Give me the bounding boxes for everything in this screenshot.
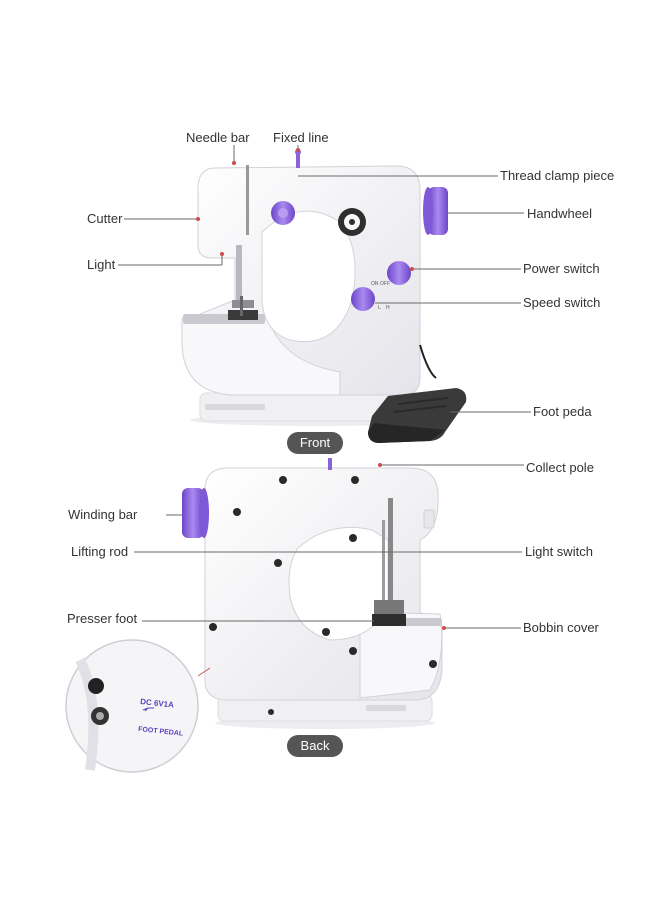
- foot-pedal-label: Foot peda: [533, 404, 592, 419]
- speed-switch-label: Speed switch: [523, 295, 601, 310]
- fixed-line-label: Fixed line: [273, 130, 329, 145]
- thread-clamp-label: Thread clamp piece: [500, 168, 615, 183]
- power-on-mark: ON: [371, 281, 379, 287]
- power-off-mark: OFF: [380, 281, 390, 287]
- dc-label: DC 6V1A: [140, 697, 175, 710]
- callout-lines: [118, 145, 531, 629]
- cutter-label: Cutter: [87, 211, 123, 226]
- front-machine: ON OFF L H: [181, 149, 448, 426]
- power-switch-label: Power switch: [523, 261, 600, 276]
- back-badge: Back: [287, 735, 343, 757]
- lifting-rod-label: Lifting rod: [71, 544, 129, 559]
- speed-high-mark: H: [386, 305, 390, 311]
- bobbin-cover-label: Bobbin cover: [523, 620, 599, 635]
- speed-low-mark: L: [378, 305, 381, 311]
- front-badge: Front: [287, 432, 343, 454]
- handwheel-label: Handwheel: [527, 206, 593, 221]
- foot-pedal: [368, 344, 467, 443]
- light-label: Light: [87, 257, 116, 272]
- light-switch-label: Light switch: [525, 544, 593, 559]
- foot-pedal-jack-label: FOOT PEDAL: [138, 726, 184, 738]
- power-jack-inset: DC 6V1A FOOT PEDAL: [65, 639, 211, 773]
- collect-pole-label: Collect pole: [526, 460, 594, 475]
- callout-dots: [196, 148, 446, 630]
- back-machine: [182, 458, 443, 729]
- presser-foot-label: Presser foot: [67, 611, 138, 626]
- needle-bar-label: Needle bar: [186, 130, 250, 145]
- winding-bar-label: Winding bar: [68, 507, 138, 522]
